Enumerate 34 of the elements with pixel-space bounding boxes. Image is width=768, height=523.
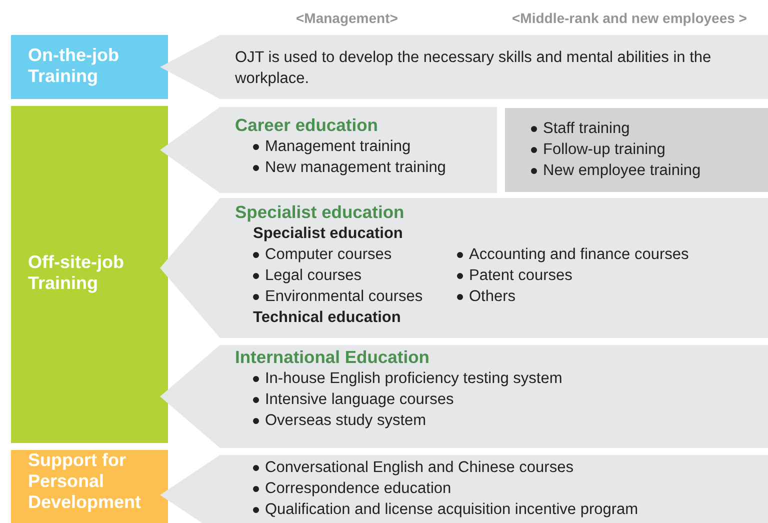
category-box <box>11 450 168 523</box>
arrow-band <box>160 345 768 448</box>
bullet-item: Overseas study system <box>253 410 768 431</box>
bullet-item: Conversational English and Chinese courses <box>253 457 768 478</box>
bullet-item: New management training <box>253 157 497 178</box>
arrow-band <box>160 455 768 523</box>
bullet-item: Intensive language courses <box>253 389 768 410</box>
bullet-item: Accounting and finance courses <box>457 244 689 265</box>
description-text: OJT is used to develop the necessary skills and mental abilities in the workplace. <box>235 48 712 89</box>
bullet-item: Qualification and license acquisition incentive program <box>253 499 768 520</box>
arrow-band <box>160 107 497 193</box>
category-box <box>11 35 168 99</box>
bullet-item: New employee training <box>531 160 768 181</box>
subheading: Specialist education <box>253 224 404 244</box>
subheading: Technical education <box>253 308 402 328</box>
bullet-item: Staff training <box>531 118 768 139</box>
bullet-item: Patent courses <box>457 265 689 286</box>
section-heading: Specialist education <box>235 202 406 223</box>
section-heading: Career education <box>235 115 379 136</box>
bullet-item: Follow-up training <box>531 139 768 160</box>
arrow-band <box>160 35 768 99</box>
category-label: Off-site-job Training <box>28 252 125 294</box>
bullet-item: Others <box>457 286 689 307</box>
column-header: <Middle-rank and new employees > <box>512 10 747 26</box>
group-panel <box>505 108 768 192</box>
category-box <box>11 106 168 443</box>
arrow-band <box>160 198 768 338</box>
category-label: On-the-job Training <box>28 45 120 87</box>
column-header: <Management> <box>296 10 398 26</box>
category-label: Support for Personal Development <box>28 450 142 513</box>
bullet-item: Correspondence education <box>253 478 768 499</box>
section-heading: International Education <box>235 347 430 368</box>
bullet-item: In-house English proficiency testing system <box>253 368 768 389</box>
bullet-item: Management training <box>253 136 497 157</box>
